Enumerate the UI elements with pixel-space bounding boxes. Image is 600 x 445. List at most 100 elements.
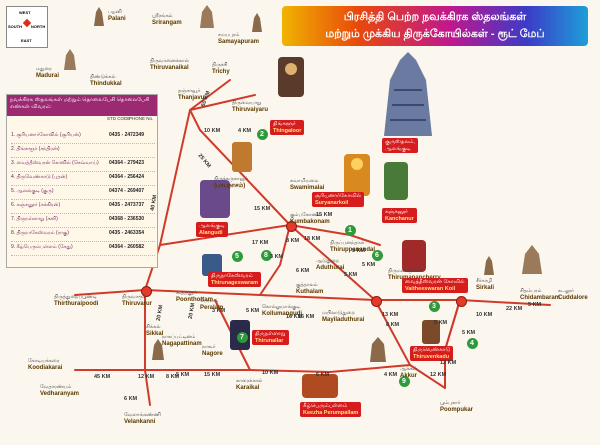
- legend-row: 5. ஆலங்குடி (குரு)04374 - 269407: [11, 185, 155, 200]
- place-alangudi: ஆலங்குடிAlangudi: [196, 222, 228, 237]
- distance-label: 10 KM: [476, 312, 493, 318]
- compass-north: NORTH: [31, 24, 46, 29]
- place-velankanni: வேளாங்கண்ணிVelankanni: [124, 412, 161, 425]
- title-banner: பிரசித்தி பெற்ற நவக்கிரக ஸ்தலங்கள் மற்று…: [282, 6, 588, 46]
- place-thiruthuraipoondi: திருத்துறைப்பூண்டிThirthuraipoodi: [54, 294, 99, 307]
- place-madurai: மதுரைMadurai: [36, 66, 60, 79]
- distance-label: 4 KM: [238, 128, 252, 134]
- distance-label: 10 KM: [204, 128, 221, 134]
- place-karaikal: காரைக்கால்Karaikal: [236, 378, 263, 391]
- distance-label: 3 KM: [212, 308, 226, 314]
- place-trichy: திருச்சிTrichy: [212, 62, 230, 75]
- place-sirkali: சீர்காழிSirkali: [476, 278, 495, 291]
- place-srirangam: ஸ்ரீரங்கம்Srirangam: [152, 13, 182, 26]
- place-patteeswaram: திருக்கருகாவூர்(பாபநாசம்): [214, 176, 248, 189]
- distance-label: 5 KM: [176, 372, 190, 378]
- road-thanjavur-thiruvaiyaru: [189, 94, 256, 111]
- distance-label: 5 KM: [434, 320, 448, 326]
- chidambaram-temple-icon: [522, 245, 542, 274]
- node-sirkali: [455, 295, 467, 307]
- place-nagore: நாகூர்Nagore: [202, 344, 223, 357]
- legend-row: 6. கஞ்சனூர் (சுக்கிரன்)0435 - 2473737: [11, 199, 155, 214]
- road-coast: [74, 364, 411, 374]
- place-thanjavur: தஞ்சாவூர்Thanjavur: [178, 88, 207, 101]
- distance-label: 5 KM: [352, 248, 366, 254]
- distance-label: 15 KM: [204, 372, 221, 378]
- keezha-deity-icon: [302, 374, 338, 398]
- place-aduthurai: ஆடுதுறைAduthurai: [316, 258, 345, 271]
- guru-temple-icon: [384, 52, 432, 136]
- distance-label: 16 KM: [298, 314, 315, 320]
- distance-label: 15 KM: [254, 206, 271, 212]
- legend-row: 8. திருநாகேஸ்வரம் (ராகு)0435 - 2463354: [11, 227, 155, 242]
- legend-row: 3. வைத்தீஸ்வரன் கோவில் (செவ்வாய்)04364 -…: [11, 157, 155, 172]
- distance-label: 8 KM: [286, 238, 300, 244]
- place-kanchanur: கஞ்சனூர்Kanchanur: [382, 208, 417, 223]
- compass-east: EAST: [21, 38, 32, 43]
- legend-row: 4. திருவெண்காடு (புதன்)04364 - 256424: [11, 171, 155, 186]
- place-thingaloor: திங்களூர்Thingaloor: [270, 120, 305, 135]
- distance-label: 16 KM: [286, 314, 303, 320]
- suryanar-deity-icon: [344, 154, 370, 196]
- distance-label: 10 KM: [262, 370, 279, 376]
- place-kumbakonam: கும்பகோணம்Kumbakonam: [290, 212, 330, 225]
- distance-label: 5 KM: [462, 330, 476, 336]
- road-sirkali-mayil: [444, 299, 461, 351]
- compass-star-icon: [22, 18, 32, 28]
- place-palani: பழனிPalani: [108, 9, 126, 22]
- place-suryanar: சூரியனார்கோவில்Suryanarkoil: [312, 192, 365, 207]
- legend-row: 2. திங்களூர் (சந்திரன்): [11, 143, 155, 158]
- distance-label: 6 KM: [124, 396, 138, 402]
- road-velankanni: [144, 369, 151, 406]
- navagraha-badge-4: 4: [466, 337, 478, 349]
- navagraha-badge-8: 8: [260, 249, 272, 261]
- distance-label: 4 KM: [384, 372, 398, 378]
- place-cuddalore: கடலூர்Cuddalore: [558, 288, 588, 301]
- distance-label: 6 KM: [316, 372, 330, 378]
- distance-label: 5 KM: [344, 272, 358, 278]
- distance-label: 17 KM: [252, 240, 269, 246]
- thirunageswaram-deity-icon: [202, 254, 222, 276]
- place-peralam: பேரளம்Peralam: [200, 298, 224, 311]
- place-thindukkal: திண்டுக்கல்Thindukkal: [90, 74, 122, 87]
- place-mayiladuthurai: மயிலாடுதுறைMayiladuthurai: [322, 310, 365, 323]
- navagraha-badge-5: 5: [231, 250, 243, 262]
- distance-label: 18 KM: [304, 236, 321, 242]
- legend-table: நவக்கிரக ஸ்தலங்கள் மற்றும் தொலைபேசி தொலை…: [6, 94, 158, 268]
- place-thiruvanaikal: திருவானைக்கால்Thiruvanaikal: [150, 58, 189, 71]
- compass-south: SOUTH: [8, 24, 22, 29]
- navagraha-badge-7: 7: [236, 331, 248, 343]
- road-kumbakonam-suryanar: [289, 224, 351, 236]
- navagraha-badge-3: 3: [428, 300, 440, 312]
- banner-title: பிரசித்தி பெற்ற நவக்கிரக ஸ்தலங்கள்: [343, 11, 527, 23]
- place-kuthalam: குத்தாலம்Kuthalam: [296, 282, 324, 295]
- legend-row: 7. திருநள்ளாறு (சனி)04368 - 236530: [11, 213, 155, 228]
- place-samayapuram: சமயபுரம்Samayapuram: [218, 32, 260, 45]
- place-poompukar: பூம்புகார்Poompukar: [440, 400, 474, 413]
- palani-temple-icon: [94, 7, 104, 26]
- distance-label: 13 KM: [382, 312, 399, 318]
- distance-label: 3 KM: [270, 254, 284, 260]
- road-main-east: [74, 288, 551, 306]
- place-thiruvenkadu: திருவெண்காடுThiruvenkadu: [410, 346, 454, 361]
- legend-columns: STD CODE PHONE No.: [7, 116, 157, 126]
- road-akkur-poompukar: [409, 364, 446, 389]
- road-trichy-thanjavur: [189, 79, 231, 111]
- distance-label: 5 KM: [246, 308, 260, 314]
- distance-label: 22 KM: [506, 306, 523, 312]
- vaitheeswaran-deity-icon: [402, 240, 426, 272]
- place-akkur: ஆக்கூர்Akkur: [400, 366, 418, 379]
- place-kodiakarai: கோடியக்கரைKoodiakarai: [28, 358, 63, 371]
- legend-row: 9. கீழ்பெரும்பள்ளம் (கேது)04364 - 260582: [11, 241, 155, 256]
- patteeswaram-deity-icon: [232, 142, 252, 172]
- distance-label: 5 KM: [528, 302, 542, 308]
- navagraha-badge-1: 1: [344, 224, 356, 236]
- navagraha-badge-6: 6: [371, 249, 383, 261]
- road-kumbakonam-thirunageswaram: [259, 224, 291, 296]
- place-vedharanyam: வேதாரண்யம்Vedharanyam: [40, 384, 80, 397]
- sirkali-temple-icon: [484, 256, 494, 275]
- place-swamimalai: சுவாமிமலைSwamimalai: [290, 178, 325, 191]
- legend-phone-header: PHONE No.: [129, 116, 154, 121]
- navagraha-badge-9: 9: [398, 375, 410, 387]
